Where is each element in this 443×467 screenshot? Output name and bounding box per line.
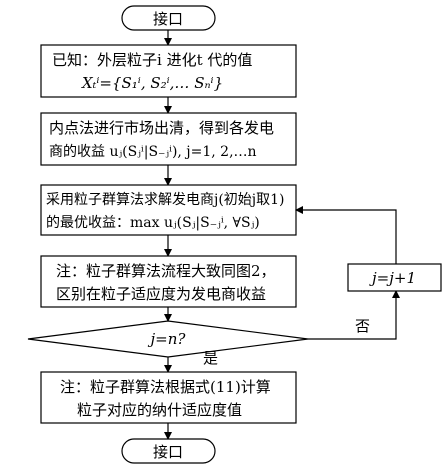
decision-label: j=n? (148, 330, 187, 348)
step1-line1: 已知：外层粒子i 进化t 代的值 (52, 51, 252, 69)
step5-line1: 注：粒子群算法根据式(11)计算 (60, 378, 271, 396)
increment-label: j=j+1 (369, 269, 416, 287)
step3-line2: 的最优收益：max uⱼ(Sⱼ|S₋ⱼⁱ, ∀Sⱼ) (46, 215, 260, 231)
step5-line2: 粒子对应的纳什适应度值 (77, 401, 242, 419)
step1-box (40, 44, 297, 98)
step2-line2: 商的收益 uⱼ(Sⱼⁱ|S₋ⱼⁱ), j=1, 2,…n (49, 144, 257, 160)
step2-line1: 内点法进行市场出清，得到各发电 (49, 119, 274, 137)
arrow-loop-back (295, 206, 397, 264)
end-terminal (121, 438, 216, 464)
step4-box (40, 255, 297, 308)
step4-line2: 区别在粒子适应度为发电商收益 (56, 285, 266, 303)
step4-line1: 注：粒子群算法流程大致同图2， (56, 262, 276, 280)
yes-label: 是 (203, 349, 218, 367)
arrow-no-branch (308, 290, 400, 340)
start-terminal-label: 接口 (153, 10, 183, 28)
step1-line2: Xₜⁱ={S₁ⁱ, S₂ⁱ,… Sₙⁱ} (81, 74, 223, 92)
end-terminal-label: 接口 (153, 443, 183, 461)
step3-line1: 采用粒子群算法求解发电商j(初始j取1) (46, 191, 285, 208)
increment-box (347, 263, 442, 292)
step5-box (40, 371, 297, 424)
no-label: 否 (355, 317, 370, 335)
